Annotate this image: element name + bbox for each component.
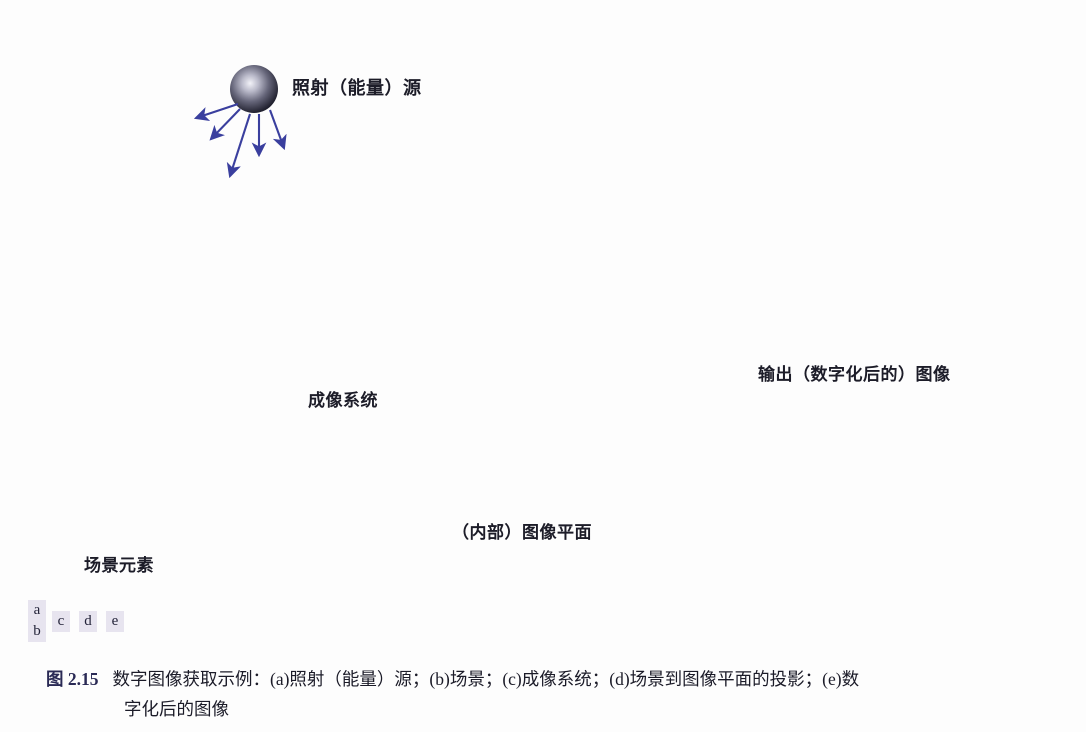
figure-number: 图 2.15 <box>46 669 99 689</box>
label-imaging-system: 成像系统 <box>308 391 378 410</box>
light-source-sphere <box>230 65 278 113</box>
label-output-image: 输出（数字化后的）图像 <box>758 365 951 384</box>
subfigure-tag-d: d <box>79 611 97 632</box>
subfigure-tag-c: c <box>52 611 70 632</box>
illumination-source-group <box>193 65 287 179</box>
subfigure-tag-b: b <box>28 621 46 642</box>
figure-caption-line-2: 字化后的图像 <box>124 699 229 719</box>
subfigure-tag-a: a <box>28 600 46 621</box>
figure-caption-line-1: 数字图像获取示例：(a)照射（能量）源；(b)场景；(c)成像系统；(d)场景到… <box>112 669 860 689</box>
label-illumination-source: 照射（能量）源 <box>292 78 422 98</box>
subfigure-tags: a b c d e <box>28 600 158 644</box>
figure-caption: 图 2.15 数字图像获取示例：(a)照射（能量）源；(b)场景；(c)成像系统；… <box>46 664 1046 724</box>
label-image-plane: （内部）图像平面 <box>452 523 592 542</box>
label-scene-element: 场景元素 <box>84 556 154 575</box>
subfigure-tag-e: e <box>106 611 124 632</box>
light-ray-arrows <box>193 103 287 179</box>
